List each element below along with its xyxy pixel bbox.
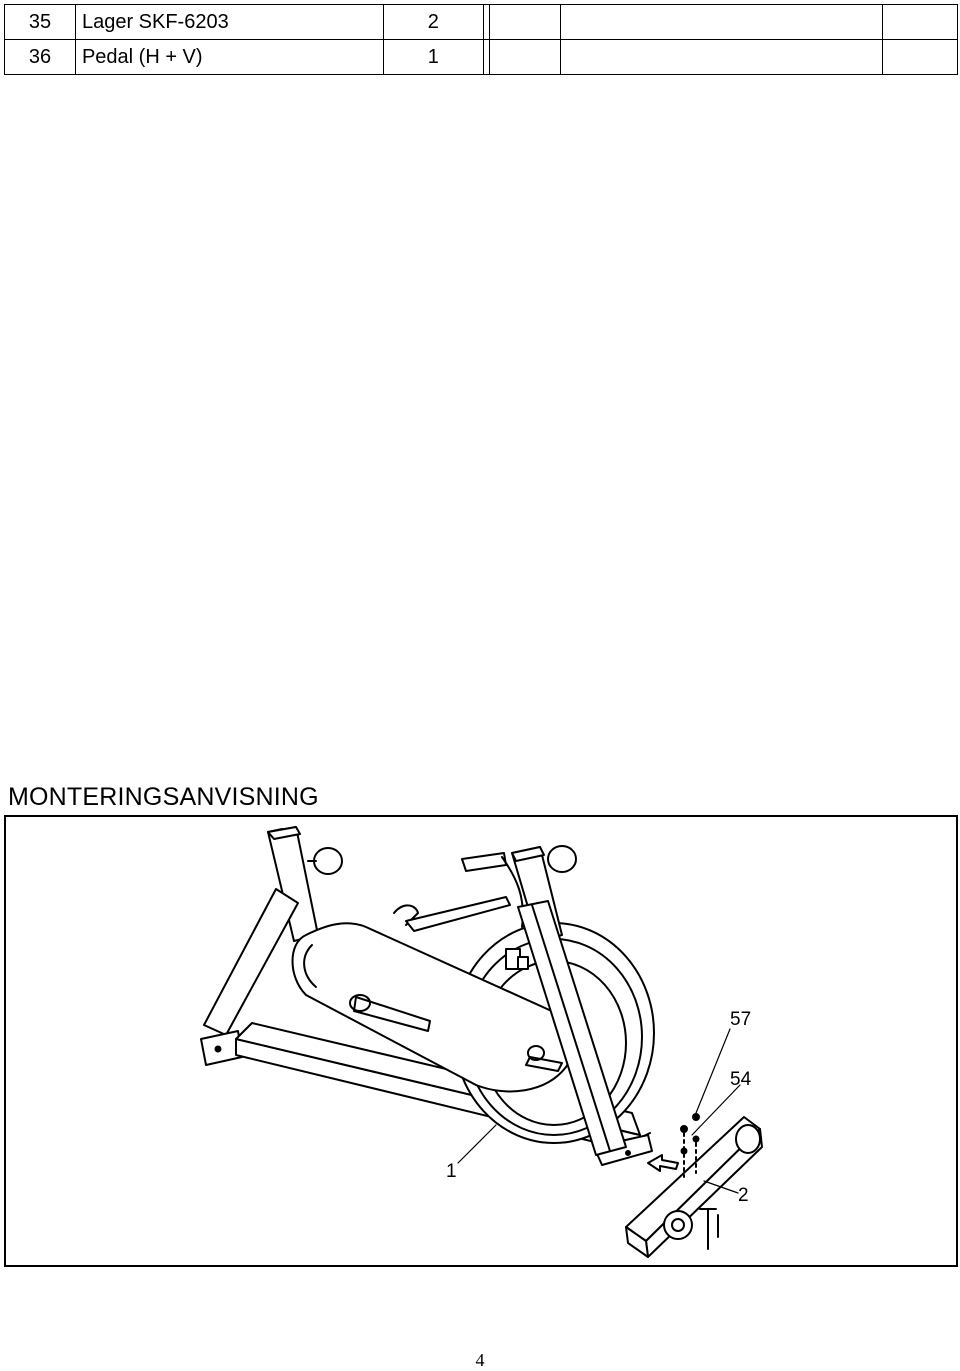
handlebar	[393, 852, 524, 932]
exercise-bike-drawing: 57 54 1 2	[200, 826, 763, 1258]
parts-table: 35 Lager SKF-6203 2 36 Pedal (H + V) 1	[4, 4, 959, 75]
rear-foot	[200, 1030, 243, 1066]
part-number: 36	[4, 39, 76, 75]
section-heading: MONTERINGSANVISNING	[8, 783, 319, 811]
callout-label: 54	[730, 1069, 752, 1090]
handlebar-knob	[547, 845, 577, 873]
callout-label: 57	[730, 1009, 751, 1030]
front-upright	[517, 900, 627, 1156]
empty-cell	[559, 4, 883, 40]
assembly-figure: 57 54 1 2	[4, 815, 958, 1267]
empty-cell	[488, 4, 561, 40]
empty-cell	[881, 4, 959, 40]
part-quantity: 2	[383, 4, 484, 40]
part-description: Pedal (H + V)	[74, 39, 385, 75]
part-description: Lager SKF-6203	[74, 4, 385, 40]
seat-knob	[307, 847, 343, 875]
page-number: 4	[475, 1350, 485, 1370]
empty-cell	[488, 39, 561, 75]
chain-guard	[291, 922, 574, 1093]
direction-arrow	[647, 1154, 679, 1172]
callout-label: 2	[738, 1185, 749, 1206]
tension-knob	[505, 948, 529, 970]
empty-cell	[559, 39, 883, 75]
empty-cell	[881, 39, 959, 75]
rear-frame-leg	[203, 888, 299, 1036]
part-number: 35	[4, 4, 76, 40]
hardware-parts	[680, 1113, 719, 1250]
table-gap-cell	[482, 39, 490, 75]
callout-leaders	[457, 1028, 741, 1194]
callout-label: 1	[446, 1161, 457, 1182]
front-stabilizer	[625, 1116, 763, 1258]
table-row: 35 Lager SKF-6203 2	[4, 4, 959, 40]
part-quantity: 1	[383, 39, 484, 75]
table-row: 36 Pedal (H + V) 1	[4, 39, 959, 75]
